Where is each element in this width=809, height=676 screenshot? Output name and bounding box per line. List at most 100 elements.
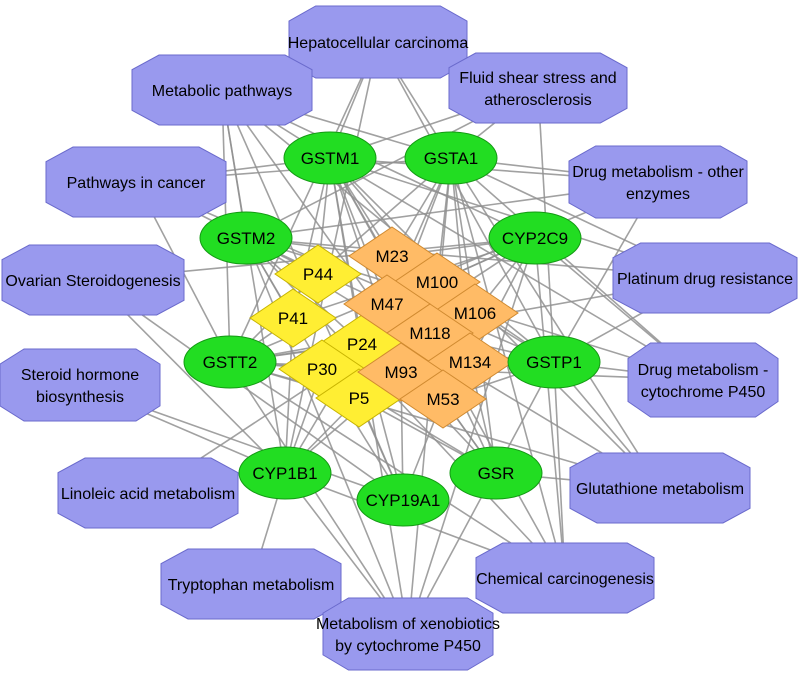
gene-node-gsr[interactable]: GSR	[449, 446, 543, 500]
gene-ellipse	[488, 211, 582, 265]
compound-label: P30	[307, 360, 337, 379]
edge-chem-gstt2	[229, 361, 566, 579]
pathway-label: Metabolic pathways	[152, 83, 293, 100]
compound-label: P41	[278, 309, 308, 328]
pathway-label: Metabolism of xenobiotics	[316, 616, 500, 633]
gene-node-gsta1[interactable]: GSTA1	[404, 131, 498, 185]
compound-diamond	[399, 369, 487, 429]
pathway-label: biosynthesis	[36, 389, 124, 406]
edge-dmcyp-gstm1	[329, 157, 704, 381]
compound-diamond	[249, 288, 337, 348]
compound-diamond	[274, 244, 362, 304]
gene-label: CYP2C9	[502, 229, 568, 248]
gene-node-gstm1[interactable]: GSTM1	[283, 131, 377, 185]
gene-label: GSR	[478, 464, 515, 483]
pathway-octagon	[160, 548, 342, 620]
edge-glut-gsta1	[450, 157, 661, 489]
gene-node-cyp1b1[interactable]: CYP1B1	[238, 446, 332, 500]
gene-node-gstm2[interactable]: GSTM2	[199, 211, 293, 265]
gene-node-gstt2[interactable]: GSTT2	[183, 335, 277, 389]
pathway-node-fluid[interactable]: Fluid shear stress and atherosclerosis	[448, 52, 628, 124]
pathway-octagon	[475, 542, 655, 614]
pathway-node-hcc[interactable]: Hepatocellular carcinoma	[288, 5, 469, 79]
edge-chem-gsta1	[450, 157, 566, 579]
pathway-octagon	[1, 244, 185, 316]
gene-label: GSTM1	[301, 149, 360, 168]
pathway-label: cytochrome P450	[641, 384, 766, 401]
pathway-label: atherosclerosis	[484, 92, 592, 109]
compound-label: P5	[349, 389, 370, 408]
pathway-octagon	[322, 597, 494, 671]
compound-label: M118	[409, 324, 450, 343]
gene-ellipse	[507, 335, 601, 389]
pathway-octagon	[0, 348, 161, 422]
pathway-octagon	[131, 54, 313, 126]
compound-node-p44[interactable]: P44	[274, 244, 362, 304]
pathway-node-dmoe[interactable]: Drug metabolism - other enzymes	[568, 145, 748, 219]
gene-ellipse	[183, 335, 277, 389]
pathway-octagon	[627, 342, 779, 418]
gene-ellipse	[356, 473, 450, 527]
pathway-label: Drug metabolism -	[638, 362, 769, 379]
gene-ellipse	[199, 211, 293, 265]
pathway-label: Glutathione metabolism	[576, 481, 744, 498]
compound-label: M100	[416, 273, 459, 292]
gene-label: GSTM2	[217, 229, 276, 248]
pathway-label: Linoleic acid metabolism	[61, 486, 235, 503]
gene-ellipse	[404, 131, 498, 185]
pathway-label: by cytochrome P450	[335, 638, 481, 655]
gene-label: CYP19A1	[366, 491, 441, 510]
compound-label: M53	[426, 390, 459, 409]
pathway-label: Ovarian Steroidogenesis	[5, 273, 180, 290]
compound-label: M47	[370, 295, 403, 314]
gene-label: GSTA1	[424, 149, 478, 168]
pathway-label: Steroid hormone	[21, 367, 139, 384]
edge-gstm1-p41	[292, 157, 331, 319]
compound-label: P24	[347, 335, 377, 354]
pathway-node-chem[interactable]: Chemical carcinogenesis	[475, 542, 655, 614]
pathway-node-steroid[interactable]: Steroid hormone biosynthesis	[0, 348, 161, 422]
pathway-label: Tryptophan metabolism	[168, 577, 335, 594]
gene-ellipse	[238, 446, 332, 500]
pathway-label: Pathways in cancer	[67, 175, 206, 192]
gene-node-gstp1[interactable]: GSTP1	[507, 335, 601, 389]
pathway-octagon	[288, 5, 468, 79]
pathway-node-xeno[interactable]: Metabolism of xenobiotics by cytochrome P…	[316, 597, 500, 671]
pathway-label: Fluid shear stress and	[459, 70, 616, 87]
pathway-node-glut[interactable]: Glutathione metabolism	[569, 452, 751, 524]
compound-label: M23	[375, 247, 408, 266]
gene-ellipse	[449, 446, 543, 500]
pathway-octagon	[45, 146, 227, 218]
edge-hcc-gstt2	[229, 41, 379, 363]
edge-metab-cyp1b1	[221, 89, 286, 474]
pathway-node-platinum[interactable]: Platinum drug resistance	[612, 242, 798, 314]
gene-node-cyp19a1[interactable]: CYP19A1	[356, 473, 450, 527]
pathway-octagon	[568, 145, 748, 219]
compound-node-p41[interactable]: P41	[249, 288, 337, 348]
pathway-node-trp[interactable]: Tryptophan metabolism	[160, 548, 342, 620]
pathway-octagon	[57, 457, 239, 529]
pathway-node-dmcyp[interactable]: Drug metabolism - cytochrome P450	[627, 342, 779, 418]
pathway-label: Platinum drug resistance	[617, 271, 793, 288]
compound-label: M106	[454, 304, 497, 323]
edge-xeno-cyp2c9	[407, 237, 536, 635]
compound-node-m53[interactable]: M53	[399, 369, 487, 429]
pathway-node-ovarian[interactable]: Ovarian Steroidogenesis	[1, 244, 185, 316]
pathway-label: Drug metabolism - other	[572, 164, 744, 181]
pathway-node-linoleic[interactable]: Linoleic acid metabolism	[57, 457, 239, 529]
gene-label: GSTP1	[526, 353, 582, 372]
compound-label: M134	[449, 353, 492, 372]
pathway-octagon	[448, 52, 628, 124]
gene-node-cyp2c9[interactable]: CYP2C9	[488, 211, 582, 265]
pathway-octagon	[569, 452, 751, 524]
edge-chem-cyp2c9	[534, 237, 566, 579]
pathway-octagon	[612, 242, 798, 314]
compound-label: P44	[303, 265, 333, 284]
pathway-node-cancer[interactable]: Pathways in cancer	[45, 146, 227, 218]
pathway-node-metab[interactable]: Metabolic pathways	[131, 54, 313, 126]
pathway-label: enzymes	[626, 186, 690, 203]
